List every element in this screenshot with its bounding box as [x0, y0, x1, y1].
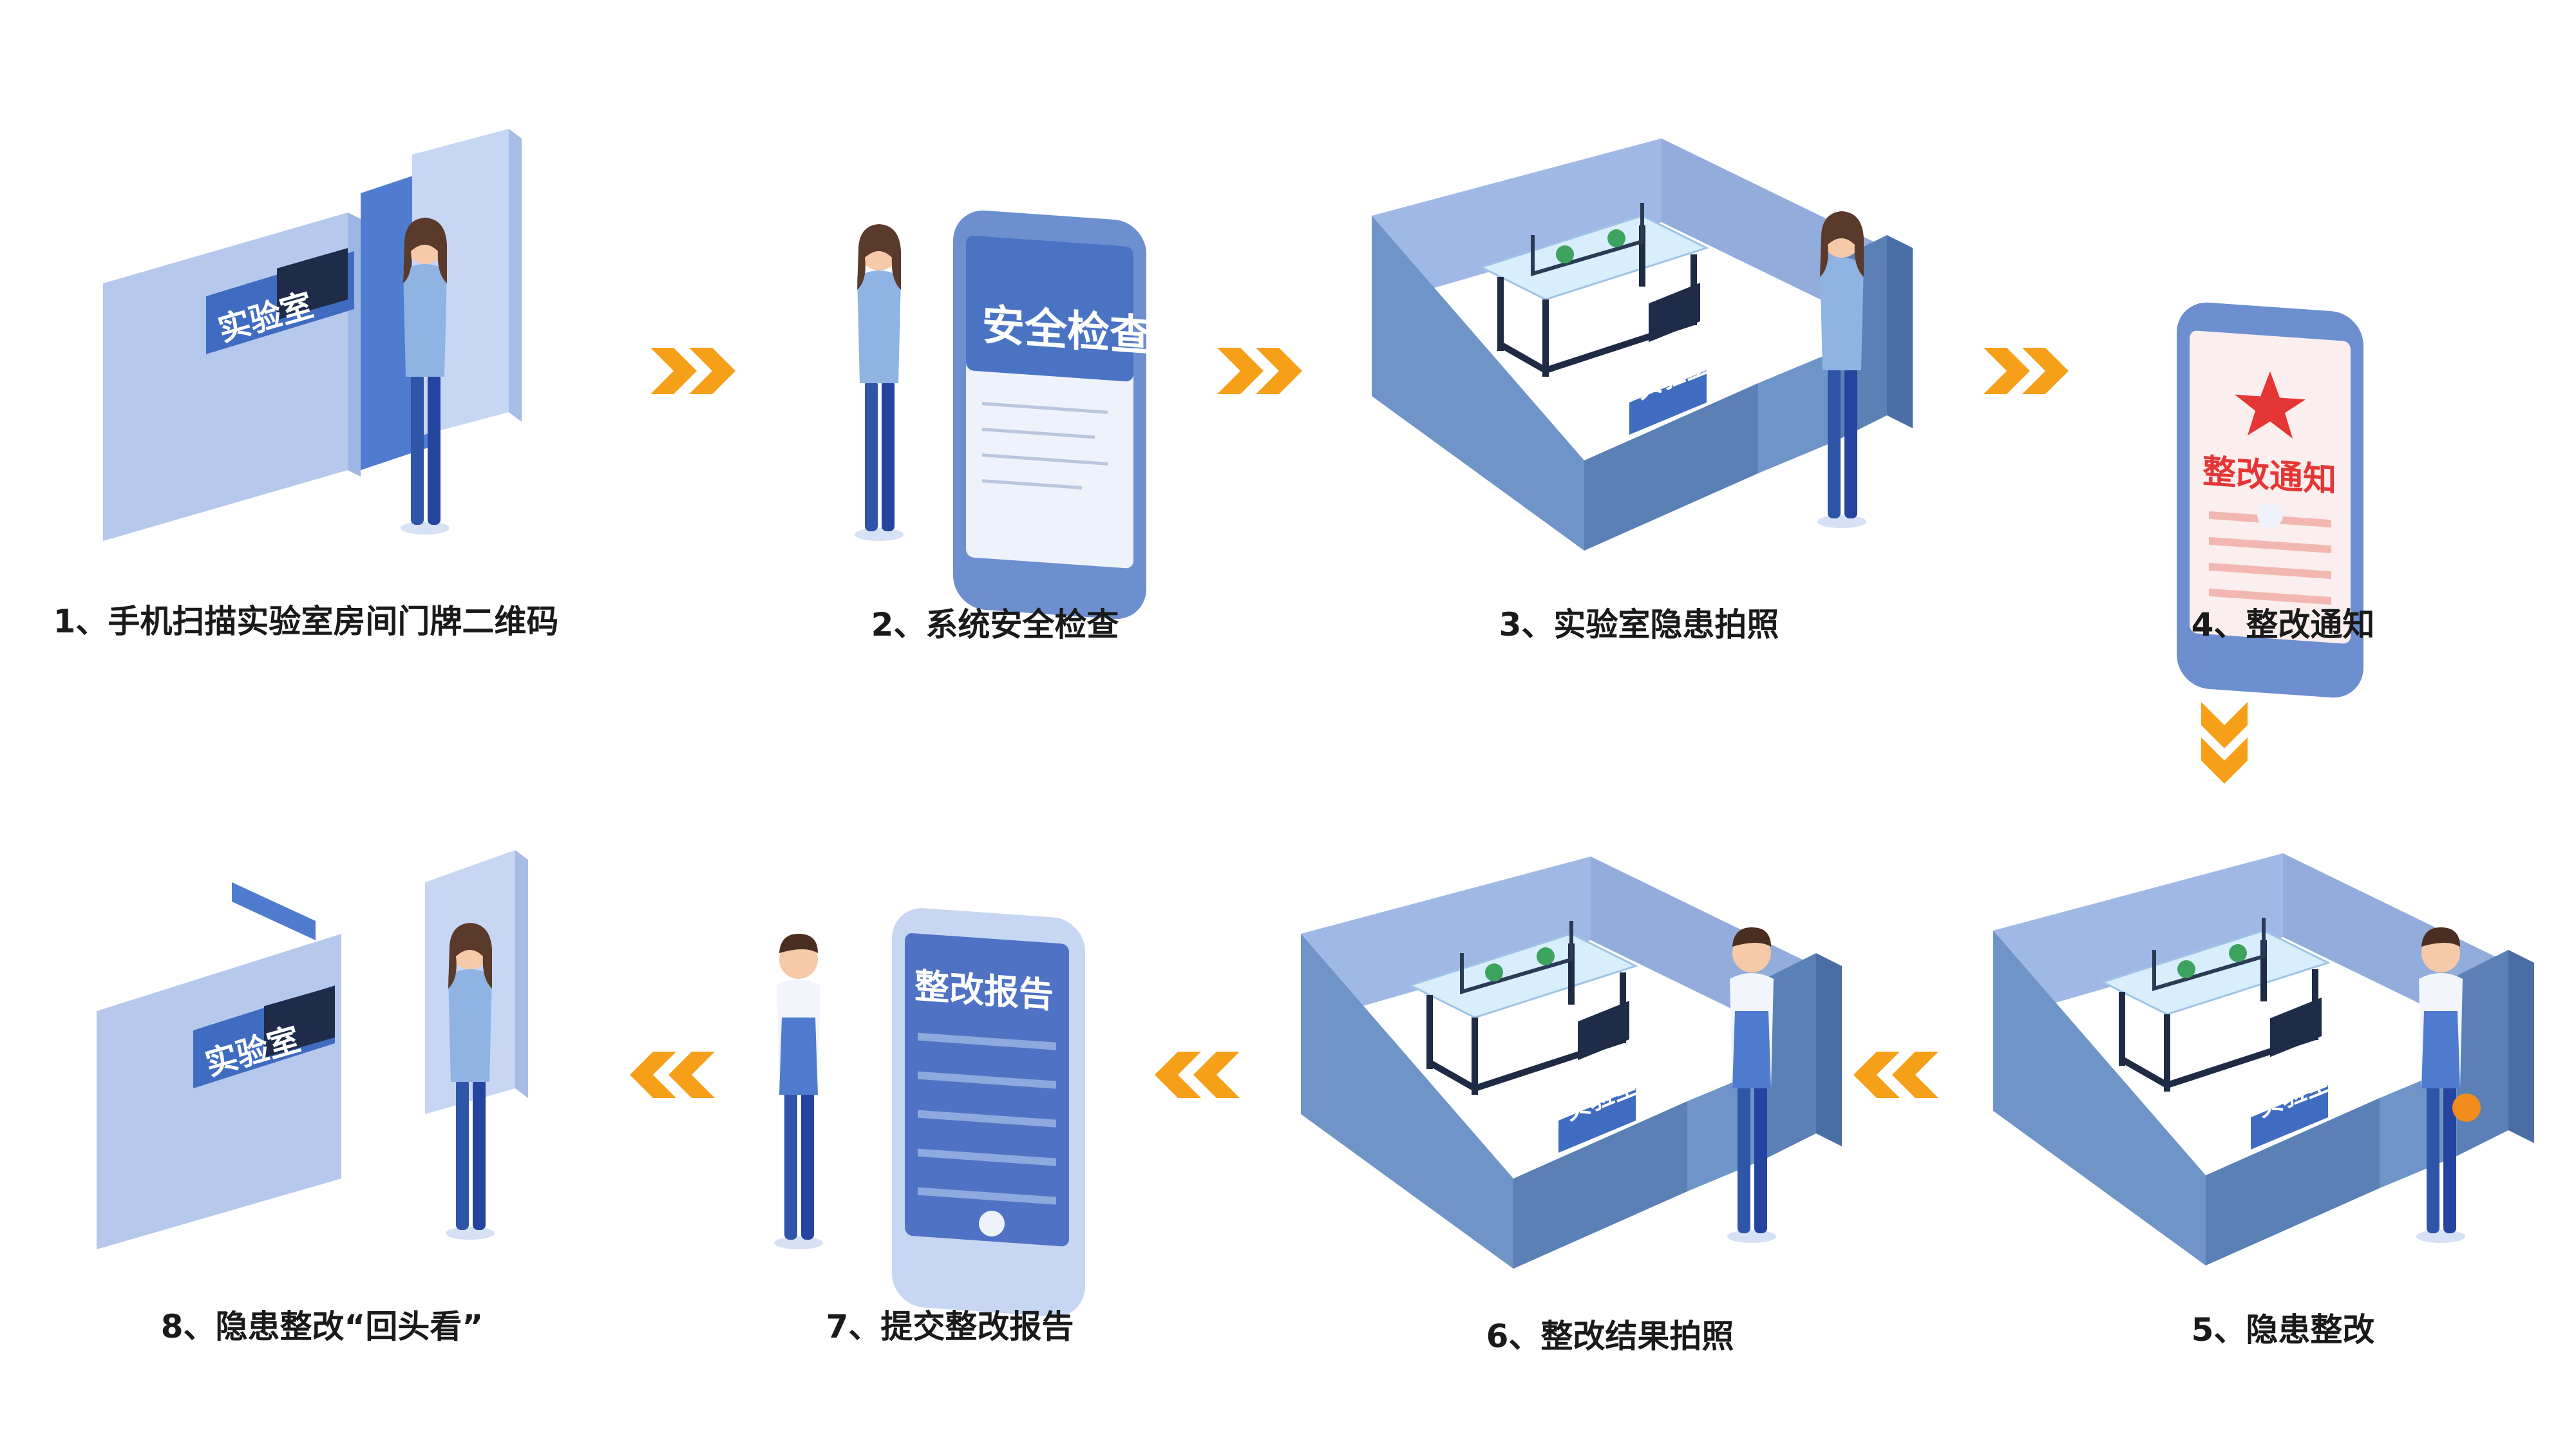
step-7-caption: 7、提交整改报告 [826, 1308, 1074, 1345]
arrow-2-to-3 [1217, 348, 1302, 394]
arrow-4-to-5 [2201, 702, 2248, 784]
step-6-illustration [1301, 857, 1842, 1269]
arrow-6-to-7 [1155, 1052, 1240, 1098]
step-1-caption: 1、手机扫描实验室房间门牌二维码 [53, 603, 559, 640]
arrow-3-to-4 [1984, 348, 2069, 394]
step-3-caption: 3、实验室隐患拍照 [1499, 606, 1779, 643]
step-5-caption: 5、隐患整改 [2191, 1311, 2375, 1349]
screen-title-rectification-report: 整改报告 [914, 965, 1054, 1016]
arrow-1-to-2 [650, 348, 735, 394]
arrow-5-to-6 [1853, 1052, 1938, 1098]
arrow-7-to-8 [630, 1052, 715, 1098]
step-8-illustration [97, 850, 528, 1249]
step-8-caption: 8、隐患整改“回头看” [160, 1308, 484, 1345]
step-5-illustration [1993, 853, 2534, 1265]
screen-title-rectification-notice: 整改通知 [2202, 452, 2336, 500]
step-7-illustration: 整改报告 [774, 908, 1085, 1317]
step-2-illustration: 安全检查 [855, 210, 1152, 620]
step-3-illustration [1372, 138, 1913, 551]
step-6-caption: 6、整改结果拍照 [1486, 1318, 1734, 1355]
step-4-caption: 4、整改通知 [2191, 606, 2375, 643]
step-4-illustration: 整改通知 [2177, 302, 2363, 698]
screen-title-safety-check: 安全检查 [982, 300, 1152, 361]
step-1-illustration [103, 129, 522, 541]
step-2-caption: 2、系统安全检查 [871, 606, 1119, 643]
